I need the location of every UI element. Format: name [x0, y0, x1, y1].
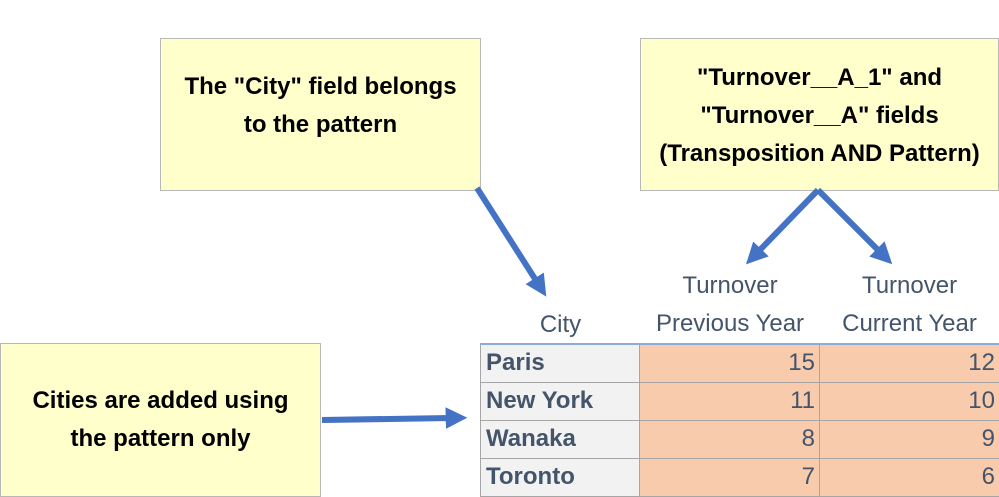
arrow-to-city-rows — [321, 407, 468, 429]
column-header-previous-line1: Turnover — [682, 272, 778, 299]
callout-turnover-line2: "Turnover__A" fields — [700, 101, 939, 129]
column-header-previous-year: Turnover Previous Year — [640, 267, 820, 343]
arrow-to-city-header — [474, 186, 547, 297]
table-row: New York 11 10 — [480, 381, 999, 421]
previous-year-cell: 15 — [639, 342, 820, 383]
table-row: Wanaka 8 9 — [480, 419, 999, 459]
previous-year-cell: 7 — [639, 457, 820, 497]
column-header-city-label: City — [539, 311, 582, 338]
callout-turnover-fields: "Turnover__A_1" and "Turnover__A" fields… — [640, 38, 999, 191]
current-year-cell: 9 — [819, 419, 999, 459]
city-cell: Wanaka — [480, 419, 640, 459]
callout-city-line1: The "City" field belongs — [184, 72, 457, 100]
previous-year-cell: 8 — [639, 419, 820, 459]
city-cell: New York — [480, 381, 640, 421]
callout-city-line2: to the pattern — [243, 110, 398, 138]
column-header-current-line1: Turnover — [861, 272, 958, 299]
callout-cities-line1: Cities are added using — [32, 387, 289, 414]
table-row: Toronto 7 6 — [480, 457, 999, 497]
column-header-current-year: Turnover Current Year — [820, 267, 999, 343]
current-year-cell: 12 — [819, 342, 999, 383]
column-header-current-line2: Current Year — [842, 310, 977, 337]
previous-year-cell: 11 — [639, 381, 820, 421]
turnover-table: Paris 15 12 New York 11 10 Wanaka 8 9 To… — [480, 342, 999, 497]
callout-turnover-line3: (Transposition AND Pattern) — [659, 139, 980, 167]
table-row: Paris 15 12 — [480, 342, 999, 383]
callout-cities-added: Cities are added using the pattern only — [0, 343, 321, 497]
arrow-to-current-year — [815, 187, 893, 265]
callout-cities-line2: the pattern only — [70, 425, 251, 452]
callout-city-field: The "City" field belongs to the pattern — [160, 38, 481, 191]
current-year-cell: 6 — [819, 457, 999, 497]
column-header-previous-line2: Previous Year — [655, 310, 805, 337]
arrow-to-previous-year — [745, 187, 821, 265]
current-year-cell: 10 — [819, 381, 999, 421]
callout-turnover-line1: "Turnover__A_1" and — [696, 63, 943, 91]
column-header-city: City — [481, 306, 640, 344]
city-cell: Paris — [480, 342, 640, 383]
city-cell: Toronto — [480, 457, 640, 497]
